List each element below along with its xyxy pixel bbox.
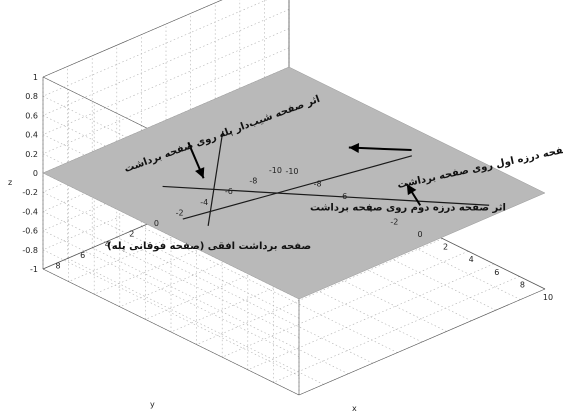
y-tick-label: -4 (200, 198, 208, 207)
trace-line (162, 185, 490, 206)
z-tick-label: 0 (33, 169, 38, 178)
arrow-head (195, 167, 205, 179)
axis-labels: x y z (8, 178, 357, 413)
frame-edge (42, 268, 300, 396)
x-axis-label: x (352, 404, 357, 413)
annotation-arrows (187, 141, 422, 206)
grid-line (42, 47, 290, 155)
z-axis-label: z (8, 178, 12, 187)
trace-line (207, 130, 224, 226)
frame-edge (42, 0, 223, 78)
annotation-text: اثر صفحه درزه دوم روی صفحه برداشت (310, 203, 506, 214)
projection-plane (42, 66, 546, 300)
x-tick-label: 6 (494, 268, 499, 277)
annotation-text: صفحه برداشت افقی (صفحه فوقانی پله) (107, 241, 311, 252)
z-tick-label: -0.6 (22, 227, 38, 236)
y-tick-label: 6 (80, 251, 85, 260)
z-tick-label: 0.2 (25, 150, 38, 159)
x-tick-label: 2 (443, 243, 448, 252)
arrow-head (348, 142, 360, 153)
x-tick-label: 8 (520, 280, 525, 289)
trace-line (182, 155, 413, 220)
z-tick-label: -0.2 (22, 188, 38, 197)
grid-line (42, 28, 290, 135)
x-tick-label: 0 (417, 230, 422, 239)
z-tick-label: 0.6 (25, 111, 38, 120)
x-tick-label: -4 (365, 205, 373, 214)
x-tick-label: -6 (339, 192, 347, 201)
arrow-shaft (348, 146, 412, 152)
y-tick-label: -6 (225, 187, 233, 196)
grid-line (273, 276, 520, 383)
grid-line (247, 263, 494, 371)
z-tick-label: 0.4 (25, 131, 38, 140)
grid-line (222, 250, 469, 358)
z-tick-label: 0.8 (25, 92, 38, 101)
trace-lines (162, 130, 490, 226)
y-tick-label: 2 (129, 230, 134, 239)
z-tick-label: -0.4 (22, 207, 38, 216)
z-tick-label: 1 (33, 73, 38, 82)
x-tick-label: -8 (314, 180, 322, 189)
x-tick-label: -10 (285, 167, 298, 176)
tick-labels: -10-8-6-4-20246810-10-8-6-4-202468-1-0.8… (22, 73, 553, 302)
grid-line (42, 9, 290, 116)
y-tick-label: 4 (105, 240, 110, 249)
arrow-head (406, 184, 417, 196)
y-tick-label: -2 (176, 208, 184, 217)
y-axis-label: y (150, 400, 155, 409)
z-tick-label: -1 (30, 265, 38, 274)
y-tick-label: -10 (269, 166, 282, 175)
z-tick-label: -0.8 (22, 246, 38, 255)
x-tick-label: 10 (543, 293, 553, 302)
grid-line (42, 0, 268, 97)
y-tick-label: 8 (56, 261, 61, 270)
plane-surface (42, 66, 546, 300)
y-tick-label: 0 (154, 219, 159, 228)
x-tick-label: 4 (469, 255, 474, 264)
frame-edge (298, 288, 546, 396)
y-tick-label: -8 (249, 177, 257, 186)
x-tick-label: -2 (390, 217, 398, 226)
grid-line (196, 238, 443, 345)
